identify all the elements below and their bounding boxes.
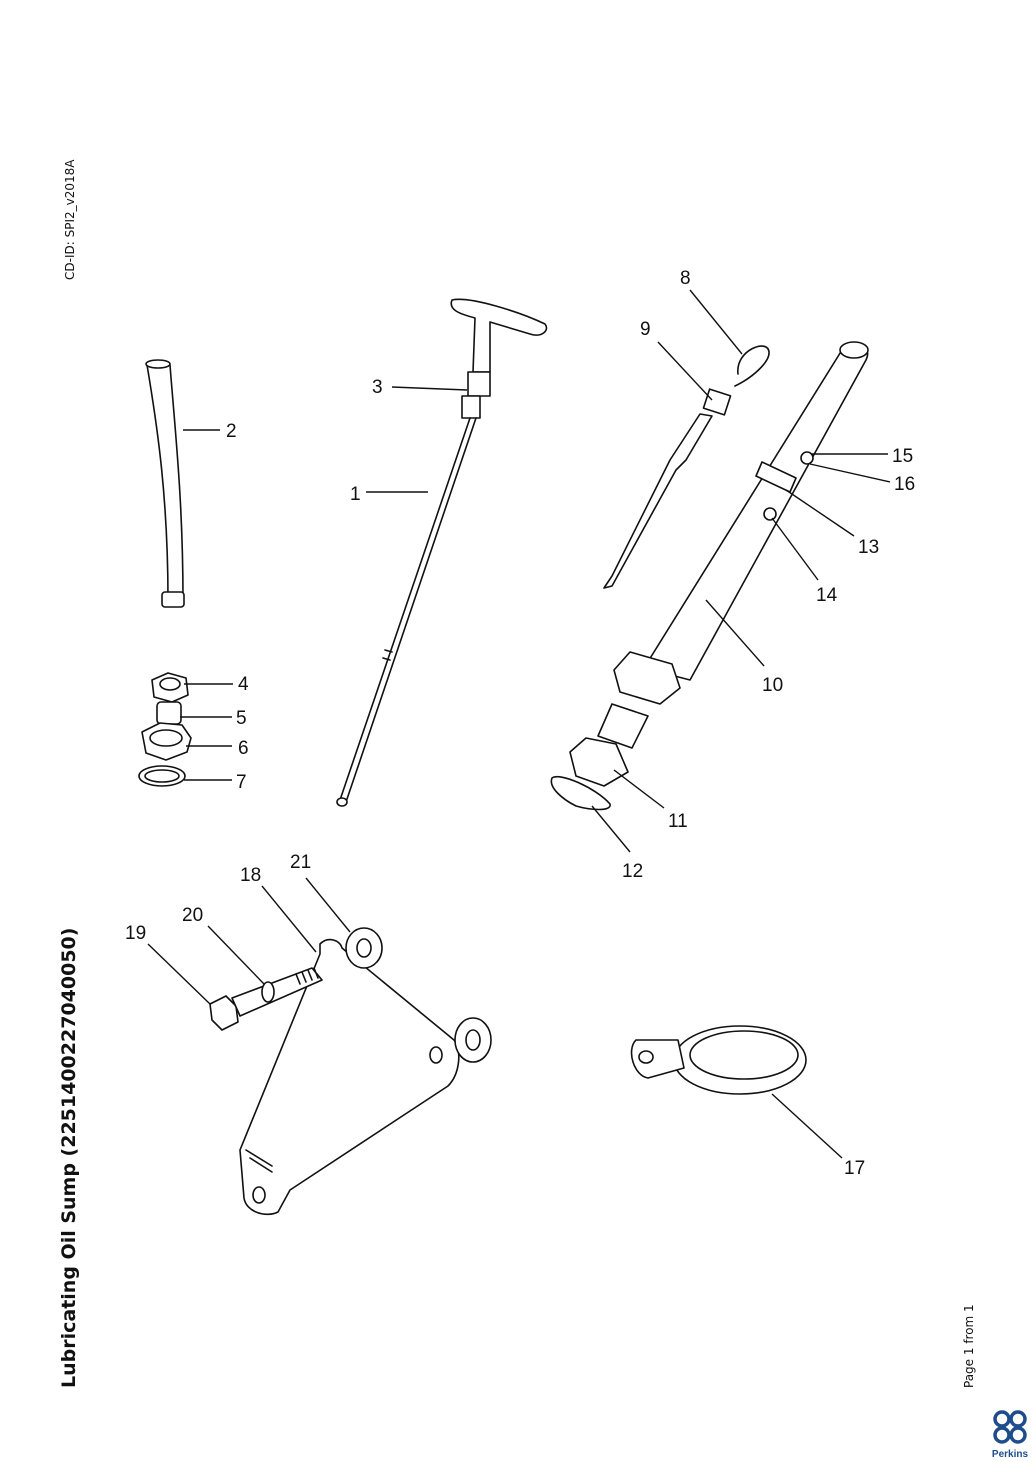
callout-10: 10 [762,675,783,696]
part-dipstick-1 [336,298,548,807]
perkins-logo-mark-icon [993,1410,1027,1444]
callout-19: 19 [125,923,146,944]
part-tube-assembly-10 [550,341,869,811]
brand-name: Perkins [991,1449,1029,1460]
part-tube-2 [145,359,185,608]
callout-3: 3 [372,377,383,398]
callout-11: 11 [668,811,688,832]
callout-18: 18 [240,865,261,886]
callout-2: 2 [226,421,237,442]
part-fittings-4-7 [138,672,192,787]
part-clamp-17 [630,1025,807,1095]
callout-9: 9 [640,319,651,340]
callout-21: 21 [290,852,311,873]
callout-16: 16 [894,474,915,495]
callout-12: 12 [622,861,643,882]
callout-15: 15 [892,446,913,467]
callout-20: 20 [182,905,203,926]
callout-4: 4 [238,674,249,695]
callout-1: 1 [350,484,361,505]
part-bolt-19 [209,967,323,1031]
callout-8: 8 [680,268,691,289]
part-dipstick-8-9 [603,345,770,589]
callout-6: 6 [238,738,249,759]
callout-14: 14 [816,585,838,606]
callout-5: 5 [236,708,247,729]
callout-7: 7 [236,772,247,793]
callout-17: 17 [844,1158,865,1179]
callout-13: 13 [858,537,879,558]
part-bracket-18 [239,927,492,1216]
perkins-logo: Perkins [990,1410,1030,1460]
